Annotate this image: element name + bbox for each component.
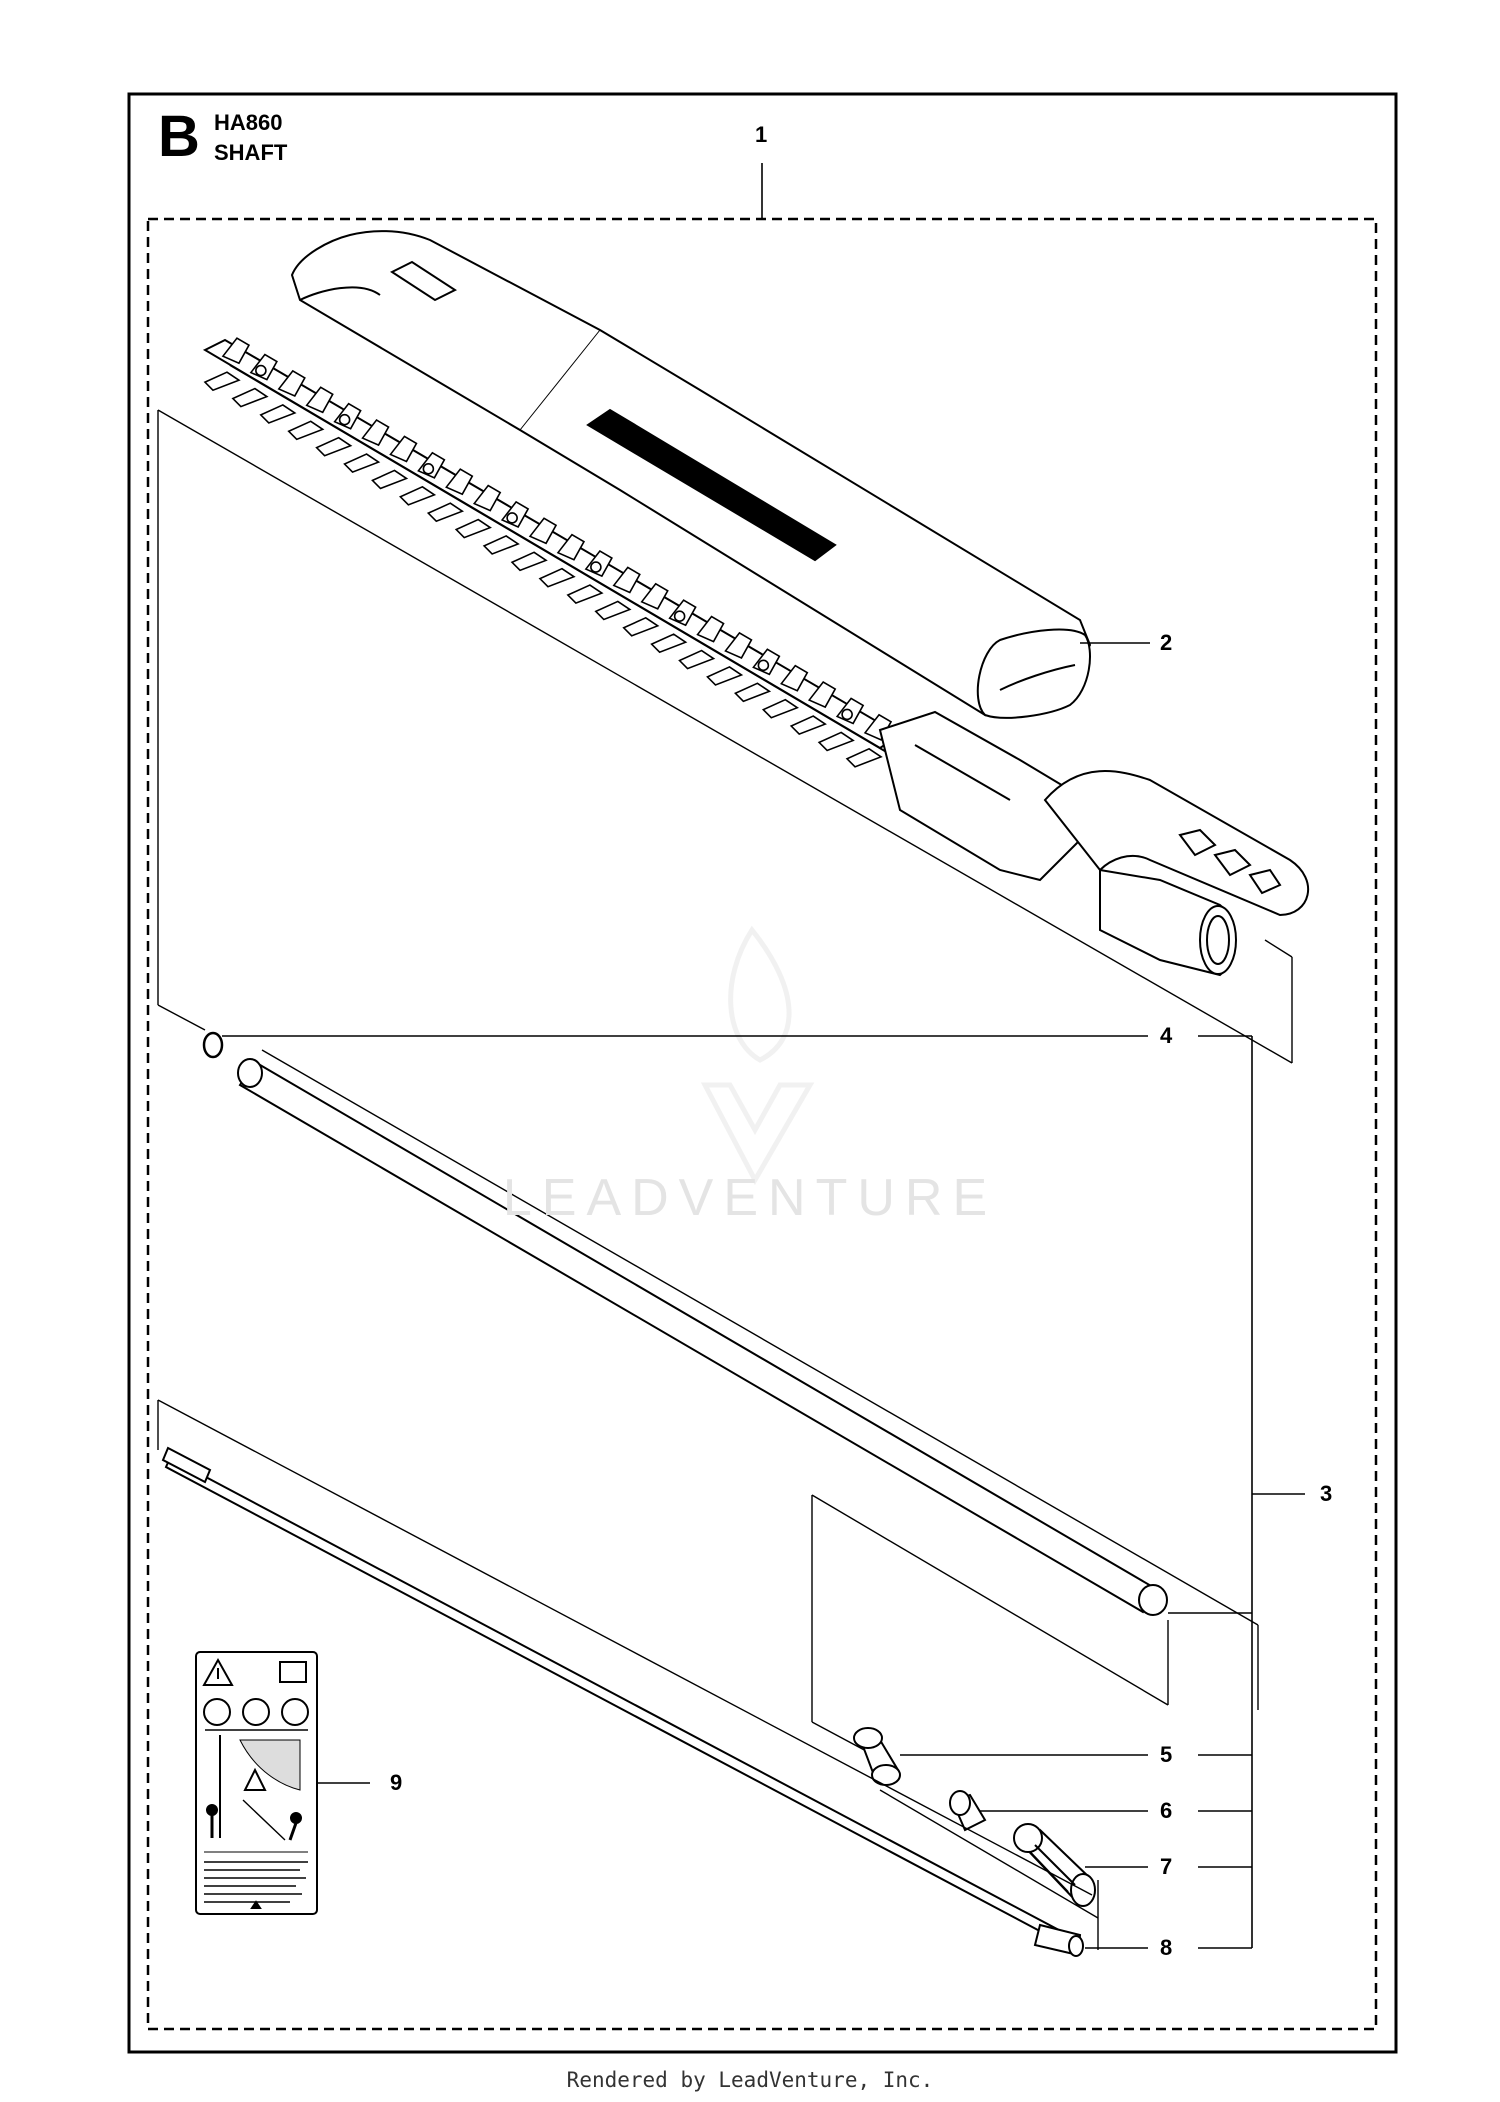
coupling-nut — [949, 1790, 987, 1832]
blade-tooth — [566, 584, 604, 604]
o-ring — [202, 1031, 224, 1059]
blade-tooth — [650, 633, 688, 654]
footer-credit: Rendered by LeadVenture, Inc. — [566, 2068, 934, 2092]
trimmer-head-assembly — [202, 337, 1309, 977]
callout-4[interactable]: 4 — [1160, 1023, 1173, 1048]
blade-bolt — [590, 561, 602, 573]
model-name: HA860 — [214, 110, 283, 135]
blade-tooth — [371, 469, 409, 490]
blade-tooth — [305, 386, 334, 414]
blade-bolt — [422, 463, 435, 475]
blade-tooth — [724, 631, 753, 659]
blade-bolt — [757, 659, 770, 672]
blade-bolt — [338, 413, 351, 426]
blade-tooth — [538, 567, 576, 588]
shaft-leader-lines — [261, 1049, 1259, 1753]
outer-frame — [127, 92, 1398, 2054]
blade-tooth — [426, 502, 465, 523]
head-leader-lines — [157, 409, 1293, 1064]
warning-decal — [195, 1651, 318, 1915]
blade-tooth — [472, 484, 502, 512]
blade-tooth — [556, 533, 586, 561]
blade-tooth — [454, 518, 492, 539]
drive-shaft-leader-lines — [157, 1399, 1093, 1896]
small-parts-leader-lines — [879, 1789, 1099, 1950]
blade-tooth — [789, 715, 827, 735]
callout-2[interactable]: 2 — [1160, 630, 1173, 655]
watermark-text: LEADVENTURE — [502, 1169, 998, 1227]
blade-tooth — [231, 387, 269, 408]
blade-bolt — [841, 708, 853, 721]
sleeve — [1013, 1823, 1096, 1907]
blade-tooth — [287, 420, 325, 441]
blade-tooth — [389, 435, 418, 463]
blade-tooth — [761, 698, 800, 719]
callout-8[interactable]: 8 — [1160, 1935, 1173, 1960]
bushing — [853, 1727, 901, 1786]
blade-tooth — [203, 371, 241, 392]
drive-shaft — [161, 1446, 1084, 1957]
watermark-logo — [700, 925, 815, 1186]
blade-tooth — [528, 517, 558, 545]
blade-tooth — [640, 582, 669, 610]
blade-tooth — [361, 419, 390, 447]
blade-tooth — [845, 747, 883, 768]
blade-tooth — [780, 664, 809, 692]
blade-tooth — [315, 436, 353, 457]
blade-tooth — [612, 566, 641, 594]
blade-guard — [290, 230, 1092, 719]
blade-bolt — [255, 364, 267, 377]
blade-tooth — [594, 600, 632, 621]
shaft-tube — [237, 1058, 1168, 1616]
section-title: SHAFT — [214, 140, 288, 165]
blade-tooth — [807, 681, 837, 709]
section-letter: B — [158, 104, 200, 169]
bracket-3 — [900, 1035, 1305, 1949]
blade-tooth — [622, 616, 660, 637]
blade-tooth — [863, 713, 893, 741]
blade-tooth — [277, 369, 306, 397]
blade-tooth — [706, 666, 744, 686]
blade-tooth — [733, 682, 772, 703]
callout-7[interactable]: 7 — [1160, 1854, 1173, 1879]
blade-bolt — [673, 610, 686, 622]
blade-tooth — [398, 485, 437, 506]
blade-tooth — [221, 337, 251, 365]
blade-tooth — [343, 453, 381, 473]
blade-tooth — [510, 551, 548, 572]
blade-tooth — [482, 535, 520, 555]
callout-1[interactable]: 1 — [755, 122, 768, 147]
callout-6[interactable]: 6 — [1160, 1798, 1173, 1823]
callout-5[interactable]: 5 — [1160, 1742, 1173, 1767]
blade-tooth — [678, 649, 716, 670]
blade-tooth — [259, 404, 297, 424]
blade-tooth — [696, 615, 725, 643]
blade-tooth — [817, 731, 855, 752]
callout-9[interactable]: 9 — [390, 1770, 403, 1795]
callout-3[interactable]: 3 — [1320, 1481, 1333, 1506]
blade-tooth — [445, 468, 474, 496]
blade-bolt — [506, 512, 518, 524]
